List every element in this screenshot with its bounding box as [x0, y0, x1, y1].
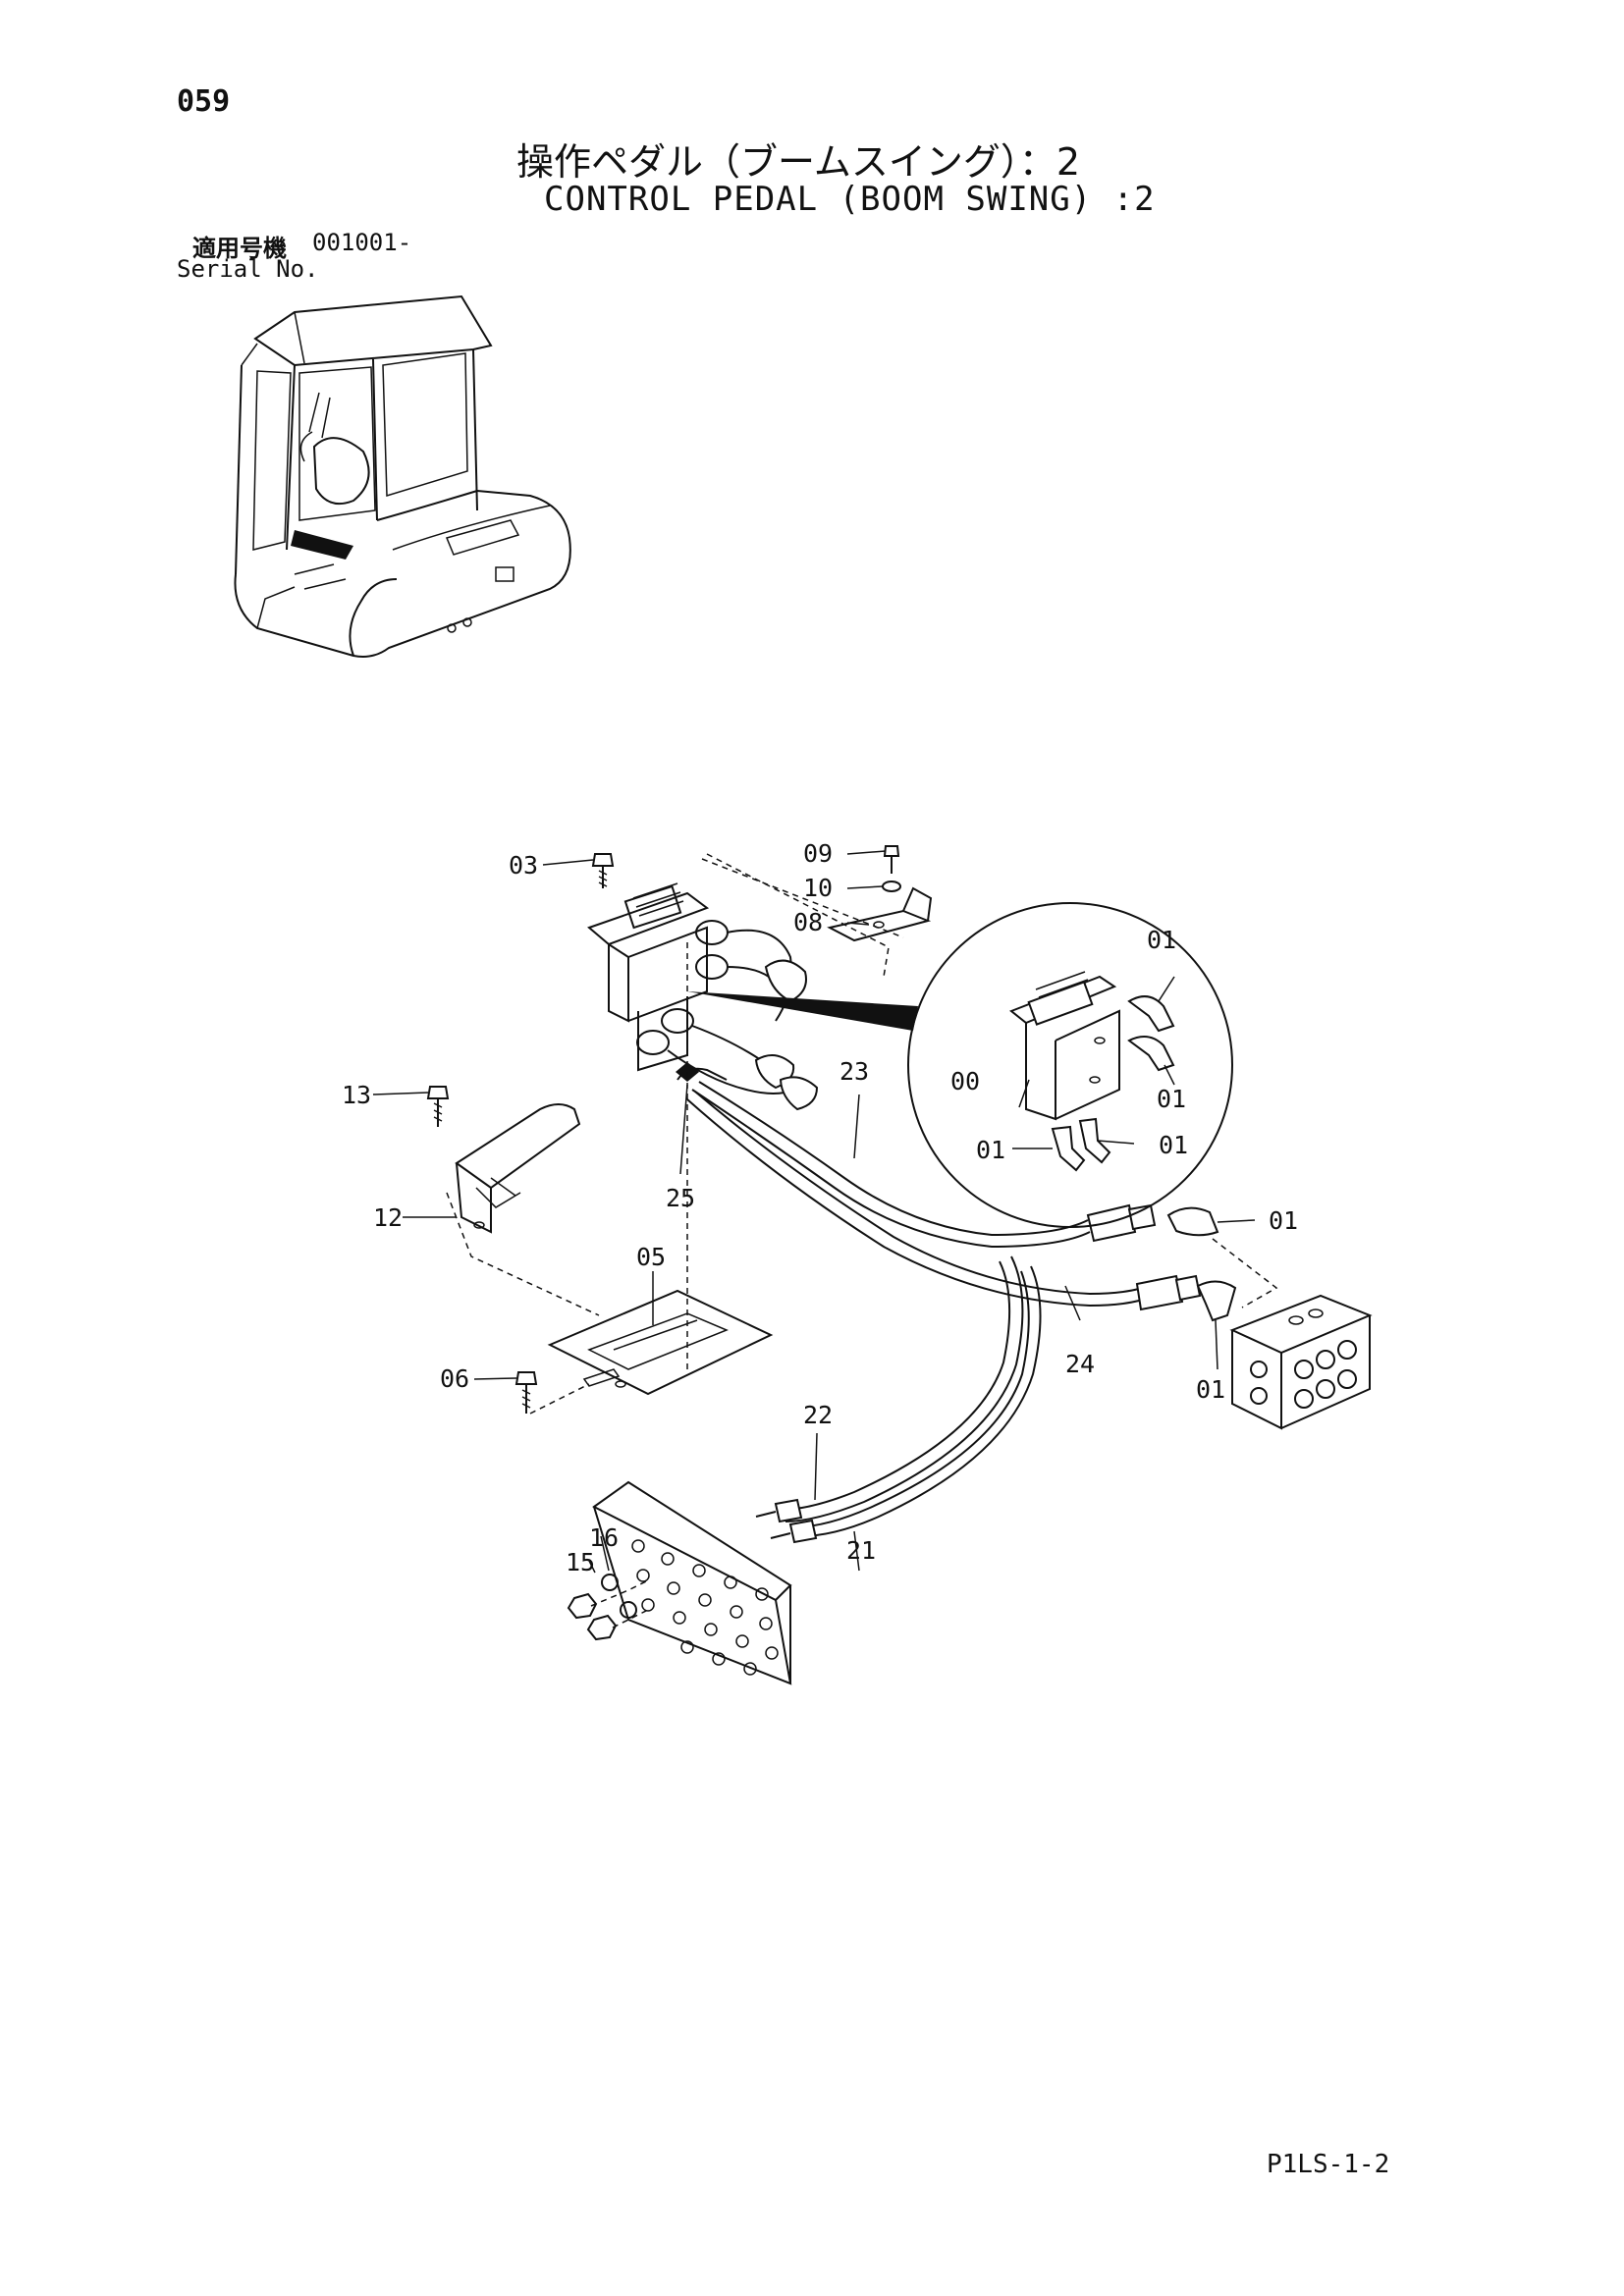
callout-12: 12	[373, 1203, 403, 1232]
callout-08: 08	[793, 908, 823, 936]
pedal-holes	[631, 1539, 779, 1676]
callout-detail-01-bottom-left: 01	[976, 1136, 1005, 1164]
callout-21: 21	[846, 1536, 876, 1565]
pedal-valve-assembly	[426, 845, 1373, 1685]
callout-detail-00: 00	[950, 1067, 980, 1095]
callout-23: 23	[839, 1057, 869, 1086]
callout-10: 10	[803, 874, 833, 902]
callout-13: 13	[342, 1081, 371, 1109]
callout-detail-01-top: 01	[1147, 926, 1176, 954]
callout-05: 05	[636, 1243, 666, 1271]
document-code: P1LS-1-2	[1267, 2150, 1390, 2179]
page-number: 059	[177, 84, 231, 119]
callout-01-manifold-elbow: 01	[1196, 1375, 1225, 1404]
serial-number-value: 001001-	[312, 229, 412, 256]
callout-06: 06	[440, 1364, 469, 1393]
excavator-location-illustration	[234, 294, 571, 658]
callout-25: 25	[666, 1184, 695, 1212]
callout-24: 24	[1065, 1350, 1095, 1378]
callout-22: 22	[803, 1401, 833, 1429]
callout-03: 03	[509, 851, 538, 880]
page-title-japanese: 操作ペダル（ブームスイング）：2	[516, 140, 1081, 184]
callout-01-hose-elbow: 01	[1269, 1206, 1298, 1235]
callout-detail-01-bottom-right: 01	[1159, 1131, 1188, 1159]
serial-label-english: Serial No.	[177, 255, 319, 283]
callout-detail-01-right: 01	[1157, 1085, 1186, 1113]
callout-15: 15	[566, 1548, 595, 1576]
leader-lines	[372, 850, 1256, 1574]
callout-16: 16	[589, 1523, 619, 1552]
detail-view-circle	[687, 902, 1233, 1228]
page-title-english: CONTROL PEDAL (BOOM SWING) :2	[544, 180, 1156, 219]
callout-09: 09	[803, 839, 833, 868]
serial-label-japanese: 適用号機	[192, 235, 287, 262]
